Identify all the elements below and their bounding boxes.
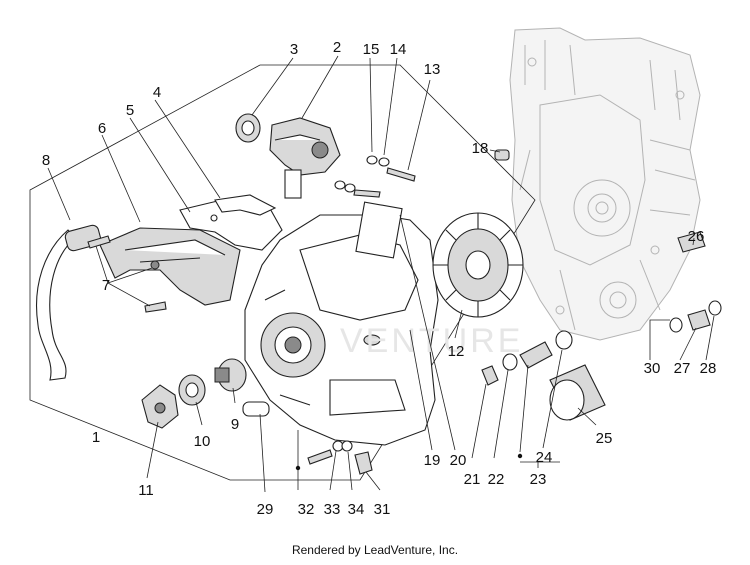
oring-part-22: [502, 353, 518, 371]
callout-24: 24: [536, 449, 553, 466]
plug-part-21: [481, 365, 499, 386]
pin-part-18: [494, 149, 510, 161]
oil-filter-part-25: [549, 364, 606, 421]
callout-21: 21: [464, 471, 481, 488]
callout-10: 10: [194, 433, 211, 450]
callout-32: 32: [298, 501, 315, 518]
bolt-part-32: [307, 449, 333, 465]
callout-22: 22: [488, 471, 505, 488]
fitting-part-26: [677, 231, 706, 253]
callout-3: 3: [290, 41, 298, 58]
oring-part-24: [555, 330, 573, 350]
callout-31: 31: [374, 501, 391, 518]
washers-part-33-34: [332, 440, 353, 452]
flywheel-cover-housing: [244, 201, 439, 446]
callout-18: 18: [472, 140, 489, 157]
callout-labels: 2 3 15 14 13 4 5 6 8 18 26 7 12 30 27 28…: [42, 39, 717, 518]
callout-27: 27: [674, 360, 691, 377]
callout-30: 30: [644, 360, 661, 377]
callout-9: 9: [231, 416, 239, 433]
callout-8: 8: [42, 152, 50, 169]
filter-screen-part-23: [519, 341, 553, 369]
seal-part-3: [235, 113, 261, 143]
fan-part-12: [432, 212, 524, 318]
callout-2: 2: [333, 39, 341, 56]
valve-parts-27-30: [669, 300, 722, 333]
shaft-part-9: [214, 358, 247, 392]
callout-5: 5: [126, 102, 134, 119]
callout-33: 33: [324, 501, 341, 518]
washers-part-14-15: [334, 155, 390, 193]
callout-26: 26: [688, 228, 705, 245]
callout-19: 19: [424, 452, 441, 469]
callout-15: 15: [363, 41, 380, 58]
callout-28: 28: [700, 360, 717, 377]
callout-6: 6: [98, 120, 106, 137]
watermark-text: VENTURE: [340, 322, 523, 360]
impeller-part-11: [141, 384, 179, 429]
callout-11: 11: [138, 482, 154, 499]
credit-footer: Rendered by LeadVenture, Inc.: [291, 543, 459, 557]
callout-34: 34: [348, 501, 365, 518]
shroud-part-6: [99, 227, 241, 306]
leader-lines: [47, 55, 715, 493]
callout-4: 4: [153, 84, 161, 101]
ring-part-29: [242, 401, 270, 417]
callout-1: 1: [92, 429, 100, 446]
callout-7: 7: [102, 277, 110, 294]
callout-25: 25: [596, 430, 613, 447]
callout-20: 20: [450, 452, 467, 469]
callout-23: 23: [530, 471, 547, 488]
callout-14: 14: [390, 41, 407, 58]
screws-part-7: [87, 235, 167, 313]
callout-29: 29: [257, 501, 274, 518]
seal-part-10: [178, 374, 206, 406]
engine-crankcase-ghost: [509, 27, 701, 341]
gasket-part-4: [214, 194, 277, 216]
water-pump-part-2: [269, 117, 341, 199]
callout-12: 12: [448, 343, 465, 360]
bracket-part-31: [354, 451, 373, 475]
callout-13: 13: [424, 61, 441, 78]
group-1-outline: [29, 64, 536, 481]
bolts-part-13: [353, 167, 416, 198]
